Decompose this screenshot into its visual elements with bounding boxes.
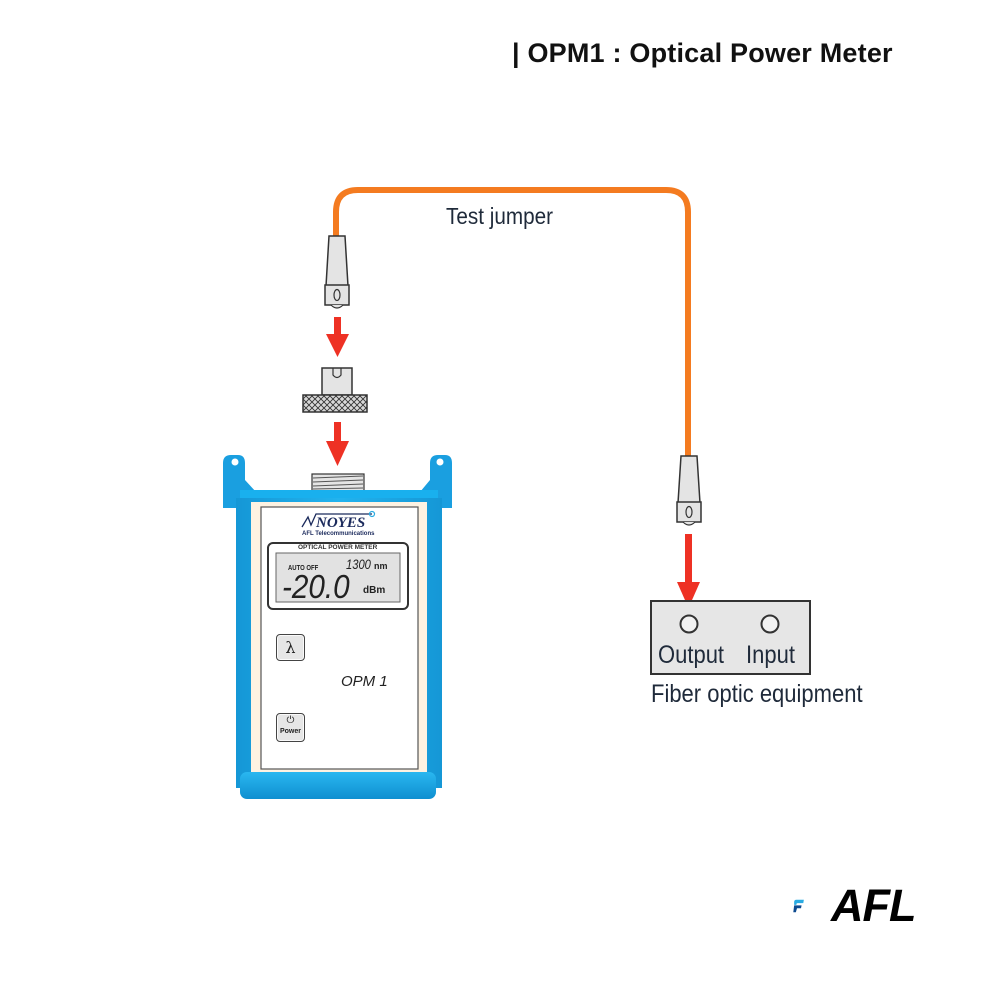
arrow-down-icon: [326, 422, 349, 466]
power-reading: -20.0: [282, 568, 350, 605]
auto-off-indicator: AUTO OFF: [288, 565, 319, 572]
power-button-label: Power: [279, 728, 301, 735]
input-port-label: Input: [746, 641, 795, 669]
wavelength-value: 1300: [346, 556, 371, 572]
device-input-port: [311, 473, 365, 492]
fiber-optic-equipment: [650, 600, 811, 675]
power-reading-unit: dBm: [363, 585, 386, 596]
output-port-label: Output: [658, 641, 725, 669]
test-jumper-cable: [333, 187, 691, 461]
wavelength-unit: nm: [374, 561, 388, 571]
test-jumper-label: Test jumper: [446, 203, 553, 229]
arrow-down-icon: [677, 534, 700, 608]
equipment-caption: Fiber optic equipment: [651, 680, 863, 708]
output-port: [679, 614, 699, 634]
arrow-down-icon: [326, 317, 349, 357]
device-brand: NOYES: [316, 515, 366, 531]
wavelength-button[interactable]: λ: [276, 634, 305, 661]
jumper-connector-left: [324, 235, 350, 309]
page-title: | OPM1 : Optical Power Meter: [512, 38, 893, 68]
afl-logo-text: AFL: [831, 880, 916, 931]
device-model-label: OPM 1: [341, 673, 388, 690]
input-port: [760, 614, 780, 634]
display-title: OPTICAL POWER METER: [298, 544, 378, 551]
jumper-connector-right: [676, 455, 702, 526]
optical-power-meter-device: [223, 455, 452, 799]
device-brand-subtitle: AFL Telecommunications: [302, 531, 375, 537]
afl-logo-mark-icon: [793, 899, 804, 913]
power-icon: ⏻: [286, 715, 295, 726]
power-button[interactable]: ⏻ Power: [276, 713, 305, 742]
connector-adapter: [302, 367, 368, 413]
